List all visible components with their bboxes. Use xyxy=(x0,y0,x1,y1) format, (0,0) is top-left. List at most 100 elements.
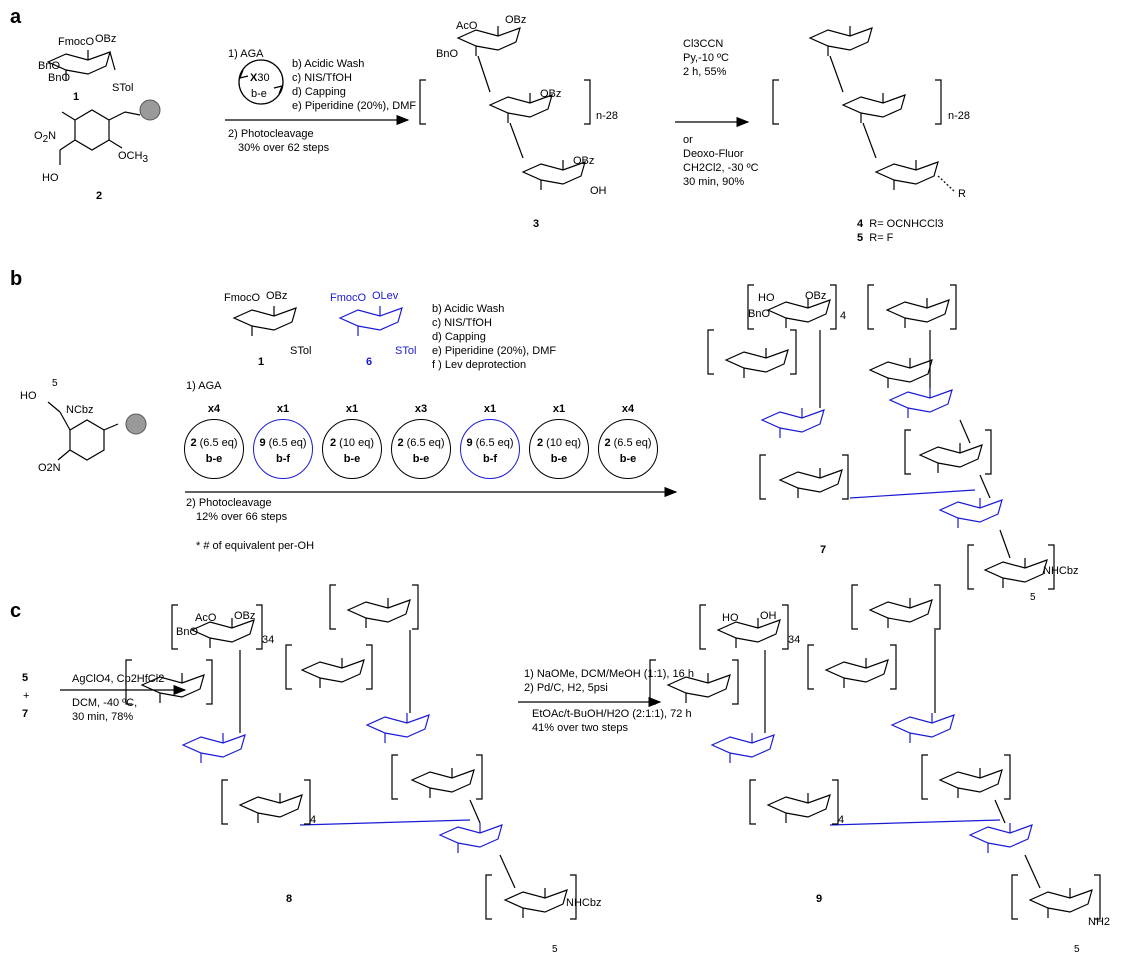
stol-label: STol xyxy=(395,345,417,357)
condition-b: b) Acidic Wash xyxy=(432,303,505,315)
obz-label: OBz xyxy=(266,290,288,302)
condition-c: c) NIS/TfOH xyxy=(432,317,492,329)
aga-cycle-icon xyxy=(238,59,284,105)
linker-no2: O2N xyxy=(38,462,61,474)
reagent-2: DCM, -40 ºC, xyxy=(72,697,138,709)
methoxy-label: OCH3 xyxy=(118,150,149,166)
aga-loop-circle: 2 (6.5 eq) b-e xyxy=(184,419,244,479)
reagent-4: Deoxo-Fluor xyxy=(683,148,744,160)
loop-steps: b-f xyxy=(275,453,291,465)
reagent-1: AgClO4, Cp2HfCl2 xyxy=(72,673,165,685)
ring-45c xyxy=(875,159,939,191)
reagent-3: 2 h, 55% xyxy=(683,66,727,78)
obz-label: OBz xyxy=(805,290,827,302)
obz-label: OBz xyxy=(573,155,595,167)
loop-multiplier: x1 xyxy=(552,403,566,415)
nhcbz-label: NHCbz xyxy=(566,897,602,909)
step-2-solvent: EtOAc/t-BuOH/H2O (2:1:1), 72 h xyxy=(532,708,692,720)
obz-label: OBz xyxy=(95,33,117,45)
aga-loop-circle: 2 (6.5 eq)b-e xyxy=(598,419,658,479)
condition-e: e) Piperidine (20%), DMF xyxy=(432,345,557,357)
panel-label-b: b xyxy=(10,268,23,290)
loop-multiplier: x4 xyxy=(207,403,221,415)
condition-d: d) Capping xyxy=(432,331,486,343)
condition-c: c) NIS/TfOH xyxy=(292,72,352,84)
aga-loop-circle: 9 (6.5 eq) b-f xyxy=(253,419,313,479)
repeat-4: 4 xyxy=(838,814,845,826)
photolinker-2 xyxy=(59,109,141,165)
compound-number-1: 1 xyxy=(258,356,265,368)
or-label: or xyxy=(683,134,693,146)
step-1: 1) NaOMe, DCM/MeOH (1:1), 16 h xyxy=(524,668,694,680)
structure-7 xyxy=(707,284,1055,590)
panel-label-a: a xyxy=(10,6,22,28)
loop-reagent-number: 2 xyxy=(190,437,197,449)
linker-n5: 5 xyxy=(52,378,58,389)
nh2-label: NH2 xyxy=(1088,916,1111,928)
stol-label: STol xyxy=(290,345,312,357)
ring-45a xyxy=(809,25,873,57)
repeat-34: 34 xyxy=(262,634,275,646)
loop-reagent-number: 2 xyxy=(397,437,404,449)
loop-steps: b-f xyxy=(482,453,498,465)
loop-steps: b-e xyxy=(619,453,637,465)
loop-steps: b-e xyxy=(205,453,223,465)
linker-n5: 5 xyxy=(552,944,558,955)
ho-label: HO xyxy=(722,612,739,624)
compound-number-9: 9 xyxy=(816,893,823,905)
resin-bead-icon xyxy=(139,99,161,121)
condition-b: b) Acidic Wash xyxy=(292,58,365,70)
loop-multiplier: x3 xyxy=(414,403,428,415)
loop-count: X30 xyxy=(250,72,270,84)
aga-loop-circle: 9 (6.5 eq) b-f xyxy=(460,419,520,479)
linker-ncbz: NCbz xyxy=(66,404,94,416)
loop-reagent: 2 (10 eq) xyxy=(530,437,588,449)
fmoc-label: FmocO xyxy=(58,36,95,48)
loop-range: b-e xyxy=(251,88,267,100)
structure-9 xyxy=(649,584,1101,920)
loop-equivalents: (10 eq) xyxy=(546,437,582,449)
loop-steps: b-e xyxy=(343,453,361,465)
loop-reagent: 9 (6.5 eq) xyxy=(461,437,519,449)
loop-multiplier: x1 xyxy=(276,403,290,415)
ring-45b xyxy=(842,92,906,124)
repeat-n: n-28 xyxy=(596,110,619,122)
oh-label: OH xyxy=(590,185,607,197)
aco-label: AcO xyxy=(456,20,478,32)
loop-reagent-number: 9 xyxy=(259,437,266,449)
loop-equivalents: (6.5 eq) xyxy=(268,437,307,449)
repeat-4: 4 xyxy=(840,310,847,322)
photolinker-b xyxy=(47,401,119,461)
compound-number-7: 7 xyxy=(820,544,827,556)
step1-label: 1) AGA xyxy=(228,48,264,60)
step1-label: 1) AGA xyxy=(186,380,222,392)
linker-n5: 5 xyxy=(1030,592,1036,603)
condition-f: f ) Lev deprotection xyxy=(432,359,527,371)
resin-bead-b-icon xyxy=(125,413,147,435)
loop-multiplier: x1 xyxy=(345,403,359,415)
obz-label: OBz xyxy=(505,14,527,26)
plus-sign: + xyxy=(23,690,30,702)
footnote: * # of equivalent per-OH xyxy=(196,540,315,552)
loop-reagent-number: 9 xyxy=(466,437,473,449)
oh-label: OH xyxy=(760,610,777,622)
fmoc-label: FmocO xyxy=(224,292,261,304)
loop-reagent: 2 (10 eq) xyxy=(323,437,381,449)
linker-n5: 5 xyxy=(1074,944,1080,955)
loop-steps: b-e xyxy=(412,453,430,465)
step-yield: 41% over two steps xyxy=(532,722,628,734)
ring-b1 xyxy=(233,305,297,337)
obz-label: OBz xyxy=(540,88,562,100)
reagent-2: Py,-10 ºC xyxy=(683,52,729,64)
nhcbz-label: NHCbz xyxy=(1043,565,1079,577)
compound-number-8: 8 xyxy=(286,893,293,905)
bno-label: BnO xyxy=(38,60,61,72)
compound-number-1: 1 xyxy=(73,91,80,103)
step-2: 2) Pd/C, H2, 5psi xyxy=(524,682,608,694)
r-label: R xyxy=(958,188,966,200)
bno-label: BnO xyxy=(436,48,459,60)
loop-equivalents: (6.5 eq) xyxy=(199,437,238,449)
repeat-34: 34 xyxy=(788,634,801,646)
loop-reagent-number: 2 xyxy=(536,437,544,449)
yield-label: 12% over 66 steps xyxy=(196,511,288,523)
